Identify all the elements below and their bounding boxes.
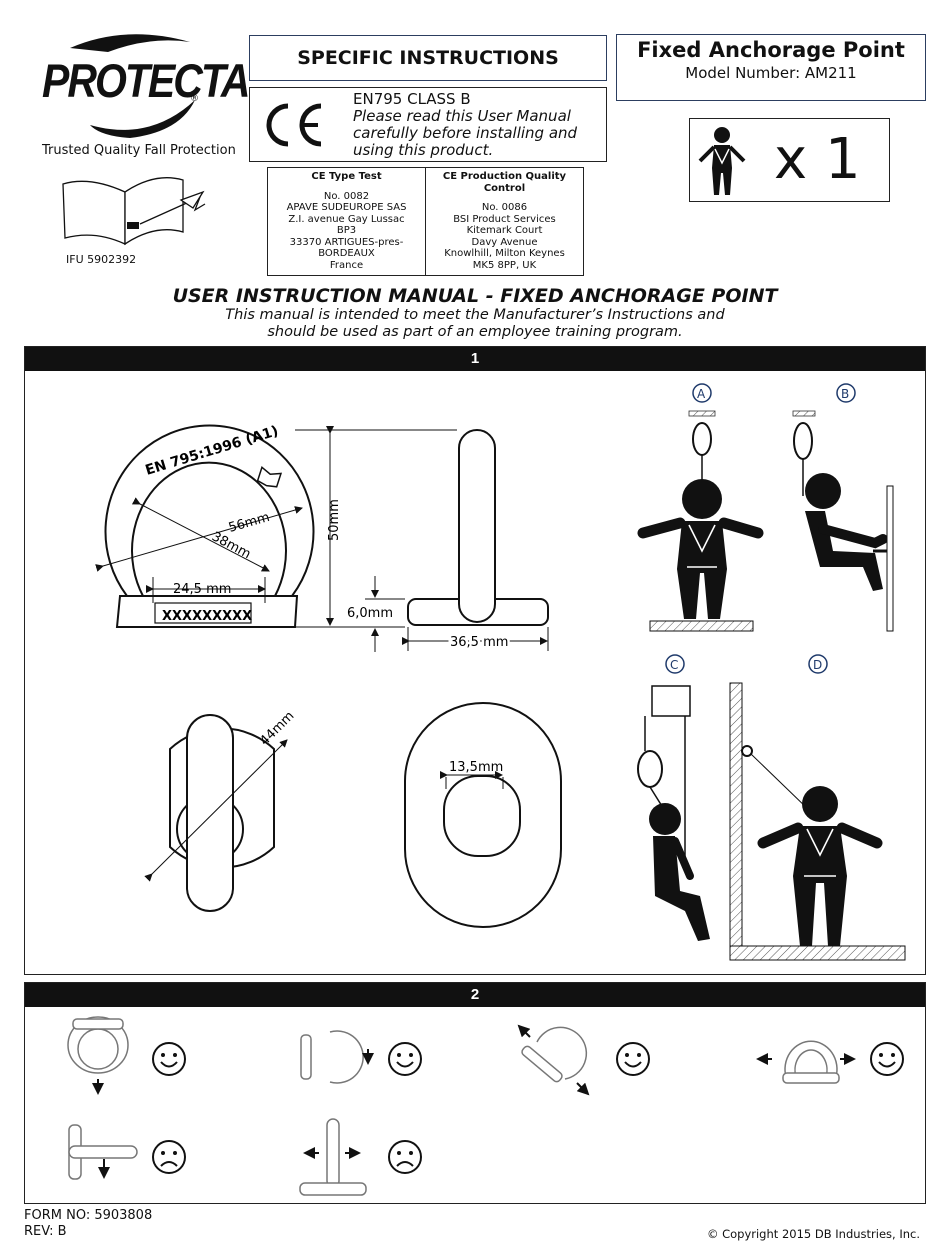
section-2-diagram	[67, 1016, 904, 1196]
ce-quality-line: Davy Avenue	[471, 236, 538, 248]
user-count: x 1	[774, 127, 861, 192]
ce-quality-line: MK5 8PP, UK	[472, 259, 537, 271]
ce-read-note: Please read this User Manual carefully b…	[353, 107, 578, 159]
scenario-c	[637, 654, 710, 941]
happy-face-icon	[870, 1042, 904, 1076]
correct-use-horizontal	[756, 1040, 856, 1084]
dim-base-width: 24,5 mm	[173, 582, 231, 597]
dim-foot-width: 36,5 mm	[450, 635, 508, 650]
manual-book-icon	[62, 177, 206, 246]
worker-harness-icon	[698, 127, 746, 195]
ce-type-test-box: CE Type Test No. 0082 APAVE SUDEUROPE SA…	[267, 167, 426, 276]
ce-mark-icon	[266, 103, 322, 147]
sad-face-icon	[152, 1140, 186, 1174]
specific-instructions-box: SPECIFIC INSTRUCTIONS	[249, 35, 607, 81]
user-count-box: x 1	[689, 118, 890, 202]
section-2-header: 2	[25, 983, 925, 1007]
ifu-number: IFU 5902392	[66, 253, 137, 266]
ce-type-test-line: 33370 ARTIGUES-pres-	[289, 236, 404, 248]
correct-use-diagonal	[517, 1024, 590, 1096]
anchor-profile-view	[295, 426, 549, 652]
ce-type-test-title: CE Type Test	[311, 171, 382, 182]
section-1-diagram: EN 795:1996 (A1) XXXXXXXXX 56mm 38mm 24,…	[95, 383, 906, 961]
ce-type-test-line: No. 0082	[323, 190, 370, 202]
scenario-label-a: A	[697, 387, 706, 401]
happy-face-icon	[616, 1042, 650, 1076]
sad-face-icon	[388, 1140, 422, 1174]
ce-class: EN795 CLASS B	[353, 90, 471, 108]
ce-quality-line: No. 0086	[481, 202, 528, 213]
brand-name: PROTECTA	[42, 54, 250, 108]
section-2: 2	[24, 982, 926, 1204]
dim-diagonal: 44mm	[257, 709, 297, 749]
incorrect-use-lever	[68, 1124, 138, 1180]
registered-mark: ®	[190, 94, 199, 104]
ce-quality-box: CE Production Quality Control No. 0086 B…	[425, 167, 584, 276]
scenario-b	[792, 383, 894, 632]
ce-type-test-line: Z.I. avenue Gay Lussac	[288, 213, 405, 225]
product-title: Fixed Anchorage Point	[637, 38, 905, 62]
copyright: © Copyright 2015 DB Industries, Inc.	[706, 1227, 920, 1241]
manual-subtitle-line2: should be used as part of an employee tr…	[267, 324, 683, 340]
ce-quality-line: BSI Product Services	[453, 213, 556, 225]
ce-type-test-line: BORDEAUX	[318, 248, 375, 259]
section-1-header: 1	[25, 347, 925, 371]
happy-face-icon	[388, 1042, 422, 1076]
ce-type-test-line: France	[329, 259, 364, 271]
manual-book-small-icon	[256, 466, 283, 488]
ce-box: EN795 CLASS B Please read this User Manu…	[249, 87, 607, 162]
happy-face-icon	[152, 1042, 186, 1076]
section-1: 1	[24, 346, 926, 975]
product-box: Fixed Anchorage Point Model Number: AM21…	[616, 34, 926, 101]
ce-type-test-line: APAVE SUDEUROPE SAS	[286, 202, 407, 213]
manual-subtitle-line1: This manual is intended to meet the Manu…	[225, 307, 725, 323]
correct-use-sideways	[300, 1030, 374, 1084]
incorrect-use-sideways	[299, 1118, 367, 1196]
anchor-top-view	[144, 714, 288, 912]
scenario-label-c: C	[670, 658, 678, 672]
scenario-label-b: B	[841, 387, 849, 401]
revision: REV: B	[24, 1224, 67, 1239]
ce-type-test-line: BP3	[336, 225, 357, 236]
ce-quality-title: CE Production Quality Control	[442, 171, 567, 194]
correct-use-downward	[67, 1016, 129, 1095]
dim-thickness: 6,0mm	[347, 606, 393, 621]
brand-swoosh-icon	[70, 34, 195, 138]
ce-quality-line: Kitemark Court	[466, 225, 543, 236]
specific-instructions-title: SPECIFIC INSTRUCTIONS	[297, 47, 559, 69]
scenario-a	[637, 383, 764, 632]
ce-quality-line: Knowlhill, Milton Keynes	[444, 248, 565, 259]
brand-tagline: Trusted Quality Fall Protection	[42, 143, 236, 158]
scenario-label-d: D	[813, 658, 822, 672]
anchor-bottom-view	[404, 702, 562, 928]
brand-logo: PROTECTA ®	[30, 30, 250, 140]
scenario-d	[729, 654, 906, 961]
dim-hole: 13,5mm	[449, 760, 503, 775]
form-number: FORM NO: 5903808	[24, 1208, 153, 1223]
serial-number: XXXXXXXXX	[162, 609, 252, 624]
product-model: Model Number: AM211	[685, 64, 857, 82]
dim-height: 50mm	[327, 499, 342, 541]
manual-title: USER INSTRUCTION MANUAL - FIXED ANCHORAG…	[172, 285, 778, 307]
